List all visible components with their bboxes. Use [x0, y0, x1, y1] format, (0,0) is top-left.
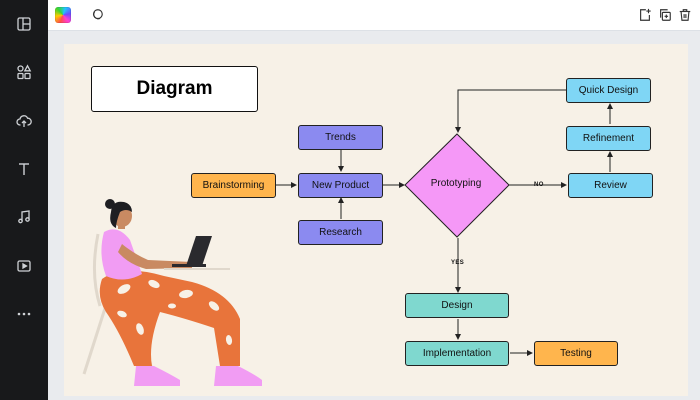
upload-icon[interactable]: [0, 104, 48, 138]
node-quick-design[interactable]: Quick Design: [566, 78, 651, 103]
node-new-product[interactable]: New Product: [298, 173, 383, 198]
color-swatch-fill: [55, 7, 71, 23]
delete-icon[interactable]: [676, 6, 694, 24]
node-testing[interactable]: Testing: [534, 341, 618, 366]
design-canvas[interactable]: Diagram Trends Brainstorming New Product…: [64, 44, 688, 396]
diagram-title[interactable]: Diagram: [91, 66, 258, 112]
text-icon[interactable]: [0, 152, 48, 186]
video-icon[interactable]: [0, 249, 48, 283]
elements-icon[interactable]: [0, 55, 48, 89]
person-laptop-illustration: [82, 199, 262, 386]
node-refinement[interactable]: Refinement: [566, 126, 651, 151]
node-brainstorming[interactable]: Brainstorming: [191, 173, 276, 198]
add-page-icon[interactable]: [636, 6, 654, 24]
connector-lines: [276, 89, 613, 356]
top-toolbar: [48, 0, 700, 31]
node-prototyping-label[interactable]: Prototyping: [430, 178, 482, 189]
sidebar: [0, 0, 48, 400]
edge-label-no: NO: [534, 182, 544, 188]
layout-icon[interactable]: [0, 7, 48, 41]
layers-icon[interactable]: [88, 6, 106, 24]
node-design[interactable]: Design: [405, 293, 509, 318]
music-icon[interactable]: [0, 200, 48, 234]
color-swatch[interactable]: [54, 6, 72, 24]
node-trends[interactable]: Trends: [298, 125, 383, 150]
decision-diamond-prototyping: [404, 133, 510, 238]
duplicate-page-icon[interactable]: [656, 6, 674, 24]
node-review[interactable]: Review: [568, 173, 653, 198]
node-research[interactable]: Research: [298, 220, 383, 245]
more-icon[interactable]: [0, 297, 48, 331]
edge-label-yes: YES: [451, 260, 465, 266]
node-implementation[interactable]: Implementation: [405, 341, 509, 366]
arrow-quick-design-to-prototyping: [455, 89, 566, 133]
